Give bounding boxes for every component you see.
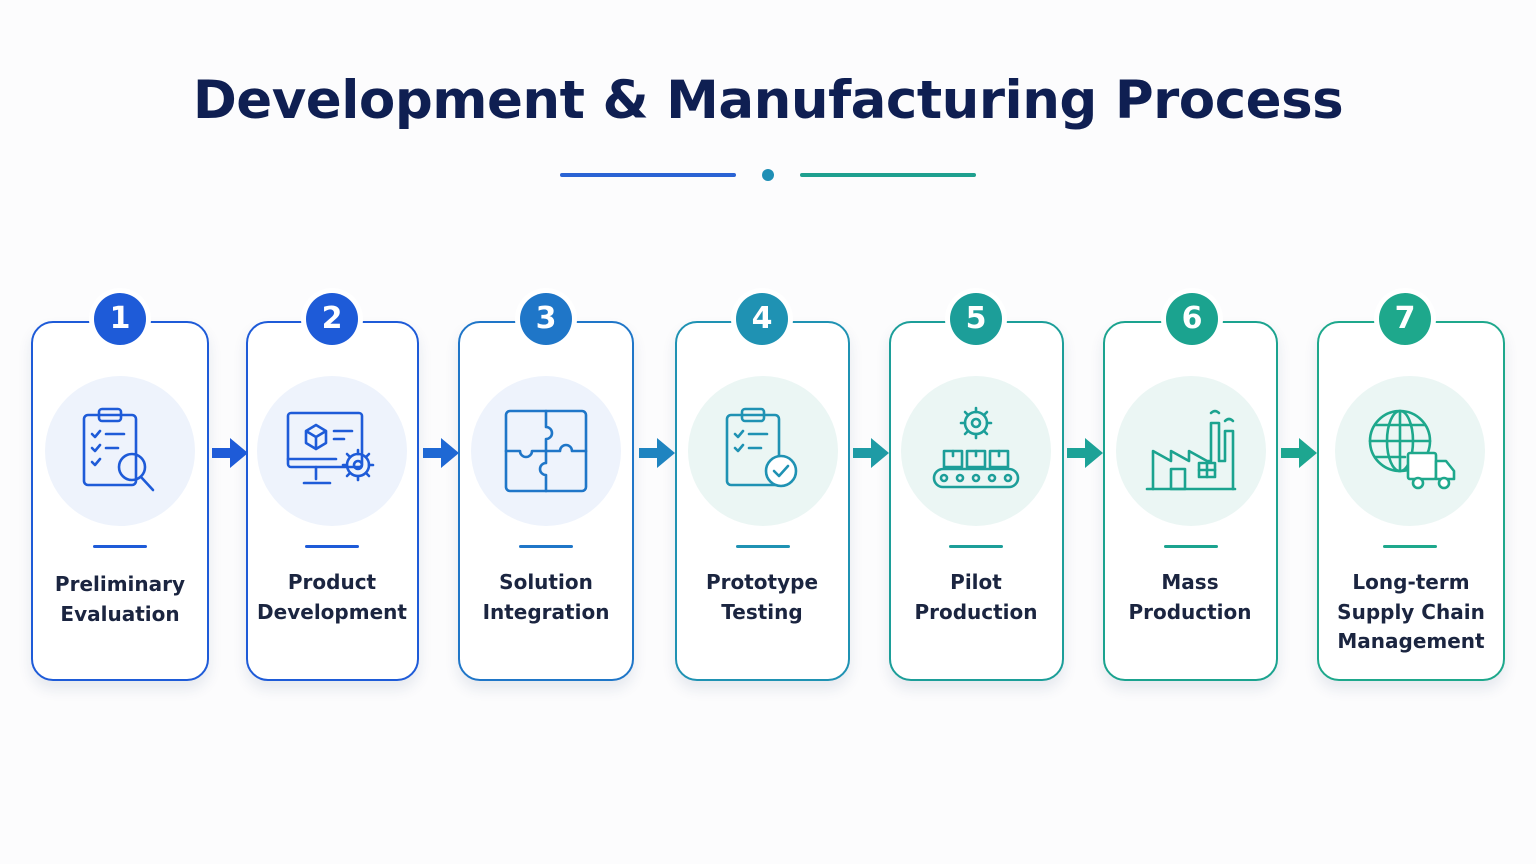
step-icon-circle-7	[1335, 376, 1485, 526]
step-number-badge-4: 4	[736, 293, 788, 345]
step-dash-6	[1164, 545, 1218, 548]
step-label-line: Production	[914, 599, 1038, 624]
step-label-line: Testing	[721, 599, 803, 624]
step-icon-circle-6	[1116, 376, 1266, 526]
step-label-3: Solution Integration	[451, 568, 641, 627]
step-label-4: Prototype Testing	[667, 568, 857, 627]
step-icon-circle-3	[471, 376, 621, 526]
step-number-badge-3: 3	[520, 293, 572, 345]
step-label-line: Production	[1128, 599, 1252, 624]
divider-line-right	[800, 173, 976, 177]
step-number-badge-1: 1	[94, 293, 146, 345]
step-label-line: Mass	[1161, 570, 1219, 594]
step-number-badge-6: 6	[1166, 293, 1218, 345]
step-dash-2	[305, 545, 359, 548]
step-label-1: Preliminary Evaluation	[25, 570, 215, 629]
step-label-line: Long-term	[1352, 570, 1470, 594]
step-label-line: Management	[1337, 629, 1485, 653]
step-label-line: Solution	[499, 570, 593, 594]
divider-dot	[762, 169, 774, 181]
step-dash-1	[93, 545, 147, 548]
step-label-line: Integration	[482, 599, 610, 624]
step-icon-circle-4	[688, 376, 838, 526]
step-label-line: Evaluation	[60, 601, 180, 626]
clipboard-magnifier-icon	[82, 407, 155, 492]
factory-icon	[1145, 409, 1237, 491]
step-dash-5	[949, 545, 1003, 548]
step-number-badge-2: 2	[306, 293, 358, 345]
step-dash-4	[736, 545, 790, 548]
globe-truck-icon	[1368, 409, 1456, 490]
step-arrow-2	[423, 438, 459, 468]
step-dash-7	[1383, 545, 1437, 548]
step-label-line: Preliminary	[54, 572, 186, 596]
conveyor-gear-icon	[932, 406, 1020, 489]
step-label-6: Mass Production	[1095, 568, 1285, 627]
step-icon-circle-2	[257, 376, 407, 526]
step-label-line: Pilot	[950, 570, 1002, 594]
step-arrow-6	[1281, 438, 1317, 468]
step-arrow-1	[212, 438, 248, 468]
page-title: Development & Manufacturing Process	[192, 70, 1344, 131]
step-icon-circle-5	[901, 376, 1051, 526]
step-icon-circle-1	[45, 376, 195, 526]
step-arrow-3	[639, 438, 675, 468]
puzzle-icon	[504, 409, 588, 493]
step-arrow-5	[1067, 438, 1103, 468]
step-number-badge-7: 7	[1379, 293, 1431, 345]
step-label-7: Long-term Supply Chain Management	[1316, 568, 1506, 657]
step-label-5: Pilot Production	[881, 568, 1071, 627]
divider-line-left	[560, 173, 736, 177]
monitor-cube-gear-icon	[286, 411, 375, 485]
clipboard-check-icon	[725, 407, 798, 488]
step-label-line: Supply Chain	[1337, 599, 1485, 624]
step-label-2: Product Development	[237, 568, 427, 627]
step-label-line: Product	[287, 570, 377, 594]
step-dash-3	[519, 545, 573, 548]
step-number-badge-5: 5	[950, 293, 1002, 345]
step-label-line: Development	[257, 599, 407, 624]
step-arrow-4	[853, 438, 889, 468]
step-label-line: Prototype	[705, 570, 819, 594]
title-divider	[0, 168, 1536, 182]
